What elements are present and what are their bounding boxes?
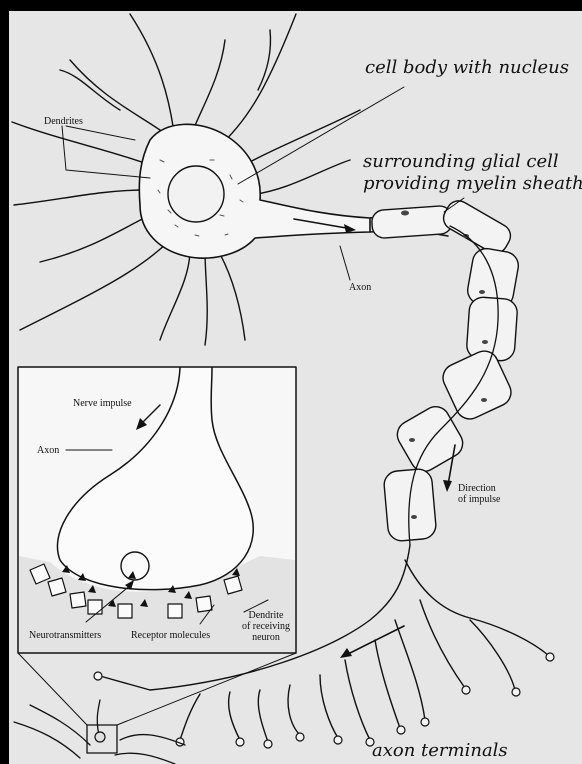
dendrite-label-line3: neuron: [236, 632, 296, 643]
zoom-line-left: [18, 653, 87, 725]
vesicle: [121, 552, 149, 580]
axon-inset-label: Axon: [37, 445, 59, 456]
axon-label: Axon: [349, 282, 371, 293]
dendrite-label-line2: of receiving: [236, 621, 296, 632]
direction-label-line2: of impulse: [458, 494, 501, 505]
glial-label-line2: providing myelin sheath: [363, 173, 582, 194]
nerve-impulse-label: Nerve impulse: [73, 398, 132, 409]
axon-terminals-label: axon terminals: [372, 740, 508, 761]
dendrites-label: Dendrites: [44, 116, 83, 127]
receptor-molecules-label: Receptor molecules: [131, 630, 210, 641]
cell-body-label: cell body with nucleus: [365, 57, 569, 78]
dendrite-label-line1: Dendrite: [236, 610, 296, 621]
axon-leader: [340, 246, 350, 280]
glial-label-line1: surrounding glial cell: [363, 151, 559, 172]
nucleus: [168, 166, 224, 222]
myelin-sheath: [371, 197, 520, 542]
direction-label-line1: Direction: [458, 483, 496, 494]
dendrites-leader: [62, 126, 150, 178]
terminal-knobs: [94, 653, 554, 748]
neurotransmitters-label: Neurotransmitters: [29, 630, 101, 641]
